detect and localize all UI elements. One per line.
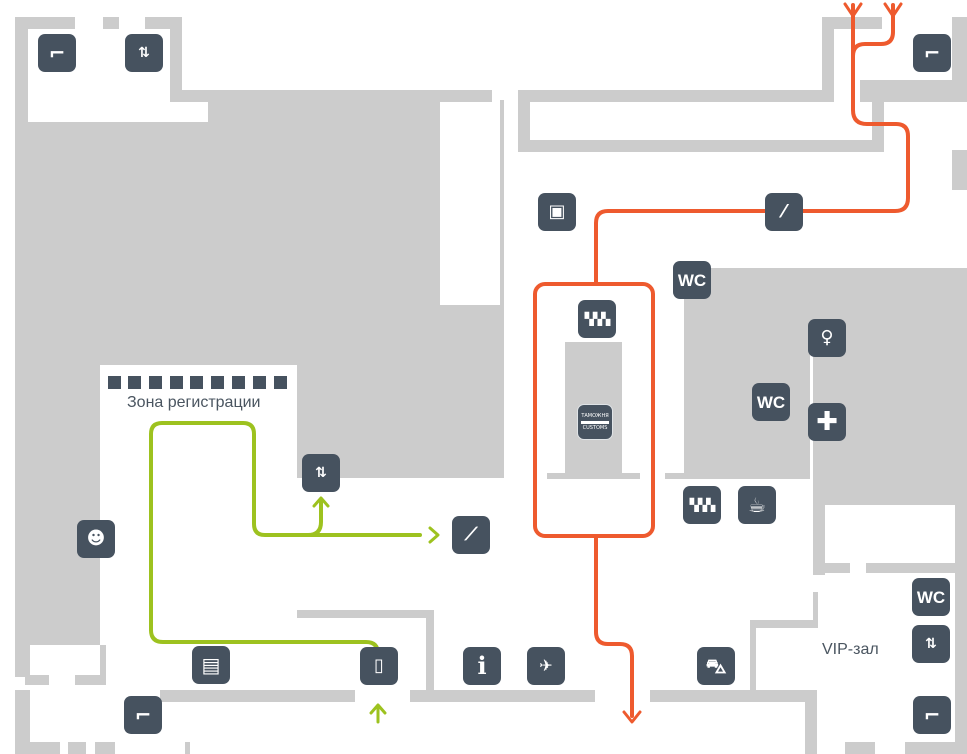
- customs-divider: [581, 420, 609, 424]
- passport-control-icon[interactable]: ⁄: [765, 193, 803, 231]
- checkin-desk: [149, 376, 162, 389]
- escalator-icon[interactable]: ⟋: [452, 516, 490, 554]
- checkin-desk: [211, 376, 224, 389]
- walls: [15, 17, 967, 754]
- luggage-storage-icon[interactable]: ▤: [192, 646, 230, 684]
- vip-lounge-label: VIP-зал: [822, 641, 879, 658]
- tickets-icon[interactable]: ✈: [527, 647, 565, 685]
- info-icon[interactable]: i: [463, 647, 501, 685]
- checkin-desk: [190, 376, 203, 389]
- checkin-desk: [170, 376, 183, 389]
- checkin-desk: [128, 376, 141, 389]
- taxi-icon[interactable]: ▚▚▚: [683, 486, 721, 524]
- customs-icon[interactable]: ТАМОЖНЯ CUSTOMS: [577, 404, 613, 440]
- elevator-icon[interactable]: ⇅: [125, 34, 163, 72]
- mother-child-room-icon[interactable]: ♀: [808, 319, 846, 357]
- wc-icon[interactable]: WC: [912, 578, 950, 616]
- elevator-icon[interactable]: ⇅: [912, 625, 950, 663]
- first-aid-icon[interactable]: ✚: [808, 403, 846, 441]
- wc-icon[interactable]: WC: [673, 261, 711, 299]
- wc-icon[interactable]: WC: [752, 383, 790, 421]
- customs-label-ru: ТАМОЖНЯ: [581, 412, 609, 419]
- security-gate-icon[interactable]: ▯: [360, 647, 398, 685]
- stairs-icon[interactable]: ⌐: [913, 696, 951, 734]
- stairs-icon[interactable]: ⌐: [38, 34, 76, 72]
- checkin-desk: [274, 376, 287, 389]
- elevator-icon[interactable]: ⇅: [302, 454, 340, 492]
- checkin-zone-label: Зона регистрации: [127, 394, 261, 411]
- stairs-icon[interactable]: ⌐: [124, 696, 162, 734]
- baggage-claim-icon[interactable]: ▣: [538, 193, 576, 231]
- car-rental-icon[interactable]: ⛍: [697, 647, 735, 685]
- checkin-desk: [232, 376, 245, 389]
- police-icon[interactable]: ☻: [77, 520, 115, 558]
- checkin-desk: [253, 376, 266, 389]
- stairs-icon[interactable]: ⌐: [913, 34, 951, 72]
- arrival-route: [533, 2, 910, 724]
- taxi-icon[interactable]: ▚▚▚: [578, 300, 616, 338]
- customs-label-en: CUSTOMS: [582, 424, 608, 431]
- cafe-icon[interactable]: ☕: [738, 486, 776, 524]
- checkin-desk: [108, 376, 121, 389]
